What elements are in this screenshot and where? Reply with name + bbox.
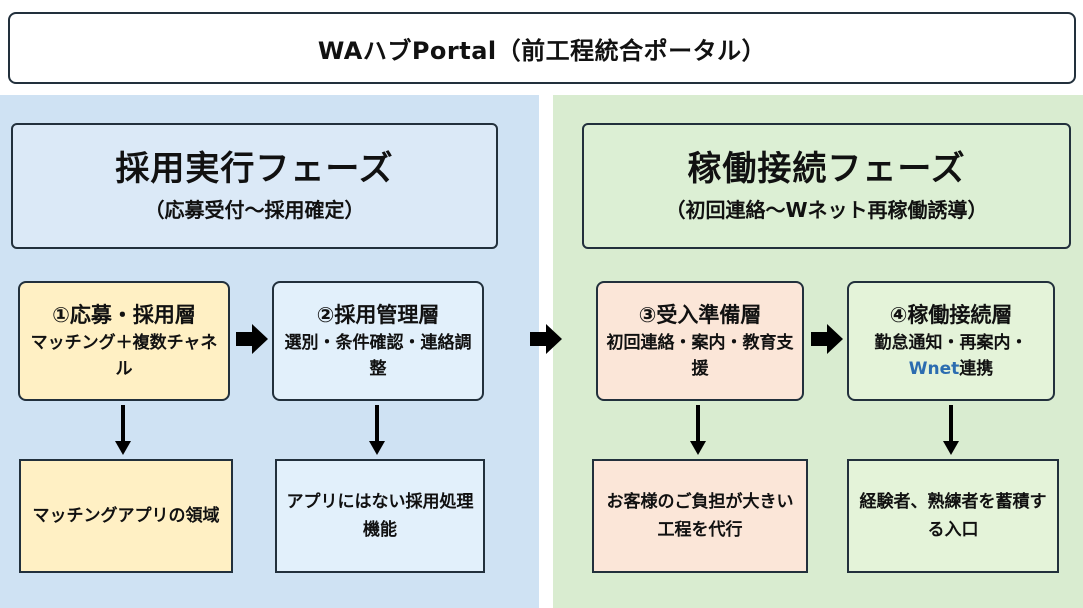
down-arrow-icon [369,405,385,455]
layer1-note: マッチングアプリの領域 [19,459,233,573]
layer-title: ③受入準備層 [638,303,762,327]
right-arrow-icon [236,324,268,354]
right-arrow-icon [530,324,562,354]
recruitment-phase-header: 採用実行フェーズ （応募受付～採用確定） [11,123,498,249]
layer-description-suffix: 連携 [959,359,994,379]
down-arrow-icon [690,405,706,455]
layer-title: ②採用管理層 [316,303,440,327]
portal-title: WAハブPortal（前工程統合ポータル） [8,12,1076,84]
layer-operation-connection: ④稼働接続層 勤怠通知・再案内・ Wnet連携 [847,281,1055,401]
layer-description: 初回連絡・案内・教育支援 [606,333,794,379]
layer3-note: お客様のご負担が大きい工程を代行 [592,459,808,573]
phase-subtitle: （初回連絡～Wネット再稼働誘導） [665,198,988,222]
layer-application-recruitment: ①応募・採用層 マッチング＋複数チャネル [18,281,230,401]
layer-description: マッチング＋複数チャネル [30,333,218,379]
layer-description: 勤怠通知・再案内・ Wnet連携 [869,330,1034,382]
layer2-note: アプリにはない採用処理機能 [275,459,485,573]
layer-title: ①応募・採用層 [52,303,196,327]
layer4-note: 経験者、熟練者を蓄積する入口 [847,459,1059,573]
phase-title: 稼働接続フェーズ [687,149,966,189]
layer-description: 選別・条件確認・連絡調整 [284,333,472,379]
layer-onboarding-preparation: ③受入準備層 初回連絡・案内・教育支援 [596,281,804,401]
down-arrow-icon [943,405,959,455]
phase-subtitle: （応募受付～採用確定） [144,198,365,222]
layer-description-prefix: 勤怠通知・再案内・ [874,333,1028,353]
operation-phase-header: 稼働接続フェーズ （初回連絡～Wネット再稼働誘導） [582,123,1071,249]
layer-recruitment-management: ②採用管理層 選別・条件確認・連絡調整 [272,281,484,401]
down-arrow-icon [115,405,131,455]
layer-title: ④稼働接続層 [889,303,1013,327]
right-arrow-icon [811,324,843,354]
wnet-highlight: Wnet [908,359,960,379]
phase-title: 採用実行フェーズ [115,149,394,189]
